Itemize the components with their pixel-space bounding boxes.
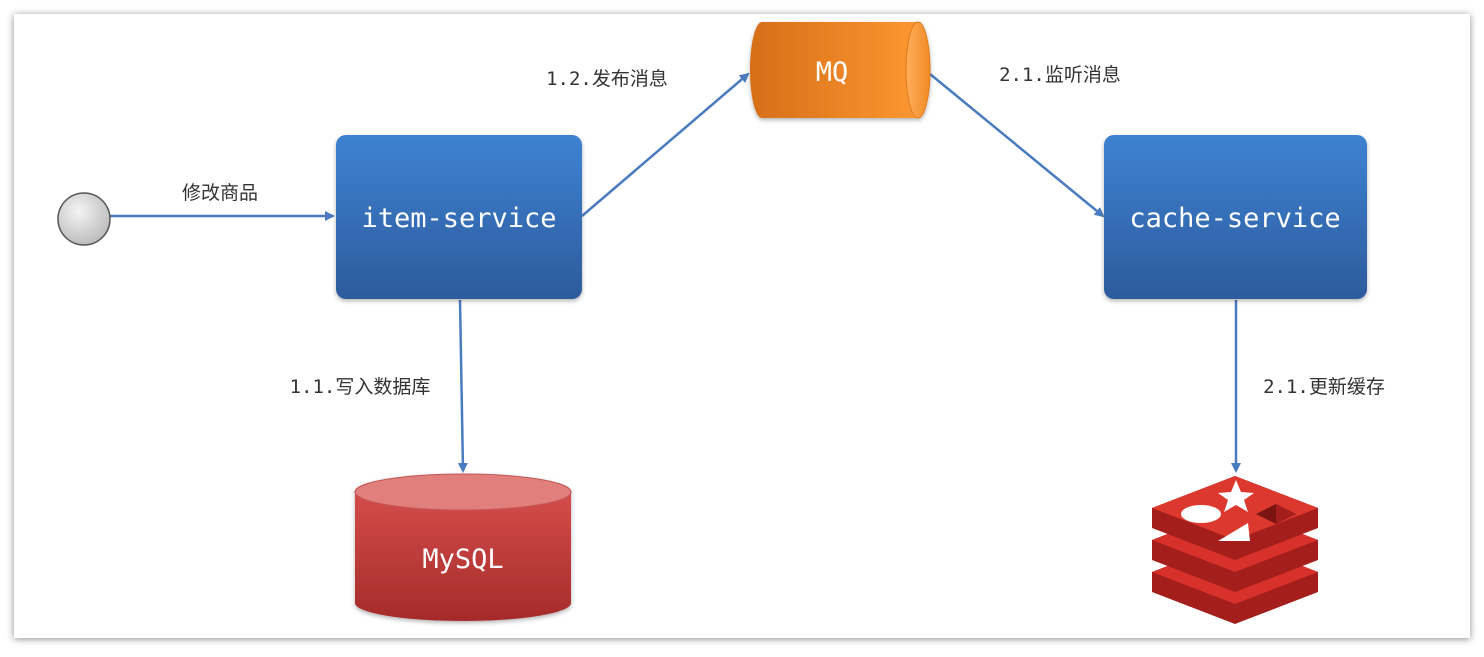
edge-label-listen-msg: 2.1.监听消息 (999, 64, 1121, 86)
arrow-write-db (457, 299, 468, 473)
item-service-label: item-service (361, 203, 556, 234)
mq-label: MQ (816, 57, 849, 88)
redis-icon[interactable] (1152, 476, 1318, 624)
arrow-listen-msg (929, 73, 1105, 218)
edge-label-modify-product: 修改商品 (182, 182, 258, 204)
edge-label-publish-msg: 1.2.发布消息 (546, 68, 668, 90)
mq-node[interactable] (750, 21, 931, 119)
start-node-icon[interactable] (57, 192, 111, 246)
edge-label-update-cache: 2.1.更新缓存 (1263, 376, 1385, 398)
edge-label-write-db: 1.1.写入数据库 (290, 376, 431, 398)
cache-service-node[interactable] (1104, 135, 1367, 299)
arrow-publish-msg (581, 72, 750, 217)
mysql-node[interactable] (354, 473, 572, 621)
cache-service-label: cache-service (1129, 203, 1340, 234)
mysql-label: MySQL (422, 544, 503, 575)
item-service-node[interactable] (336, 135, 582, 299)
